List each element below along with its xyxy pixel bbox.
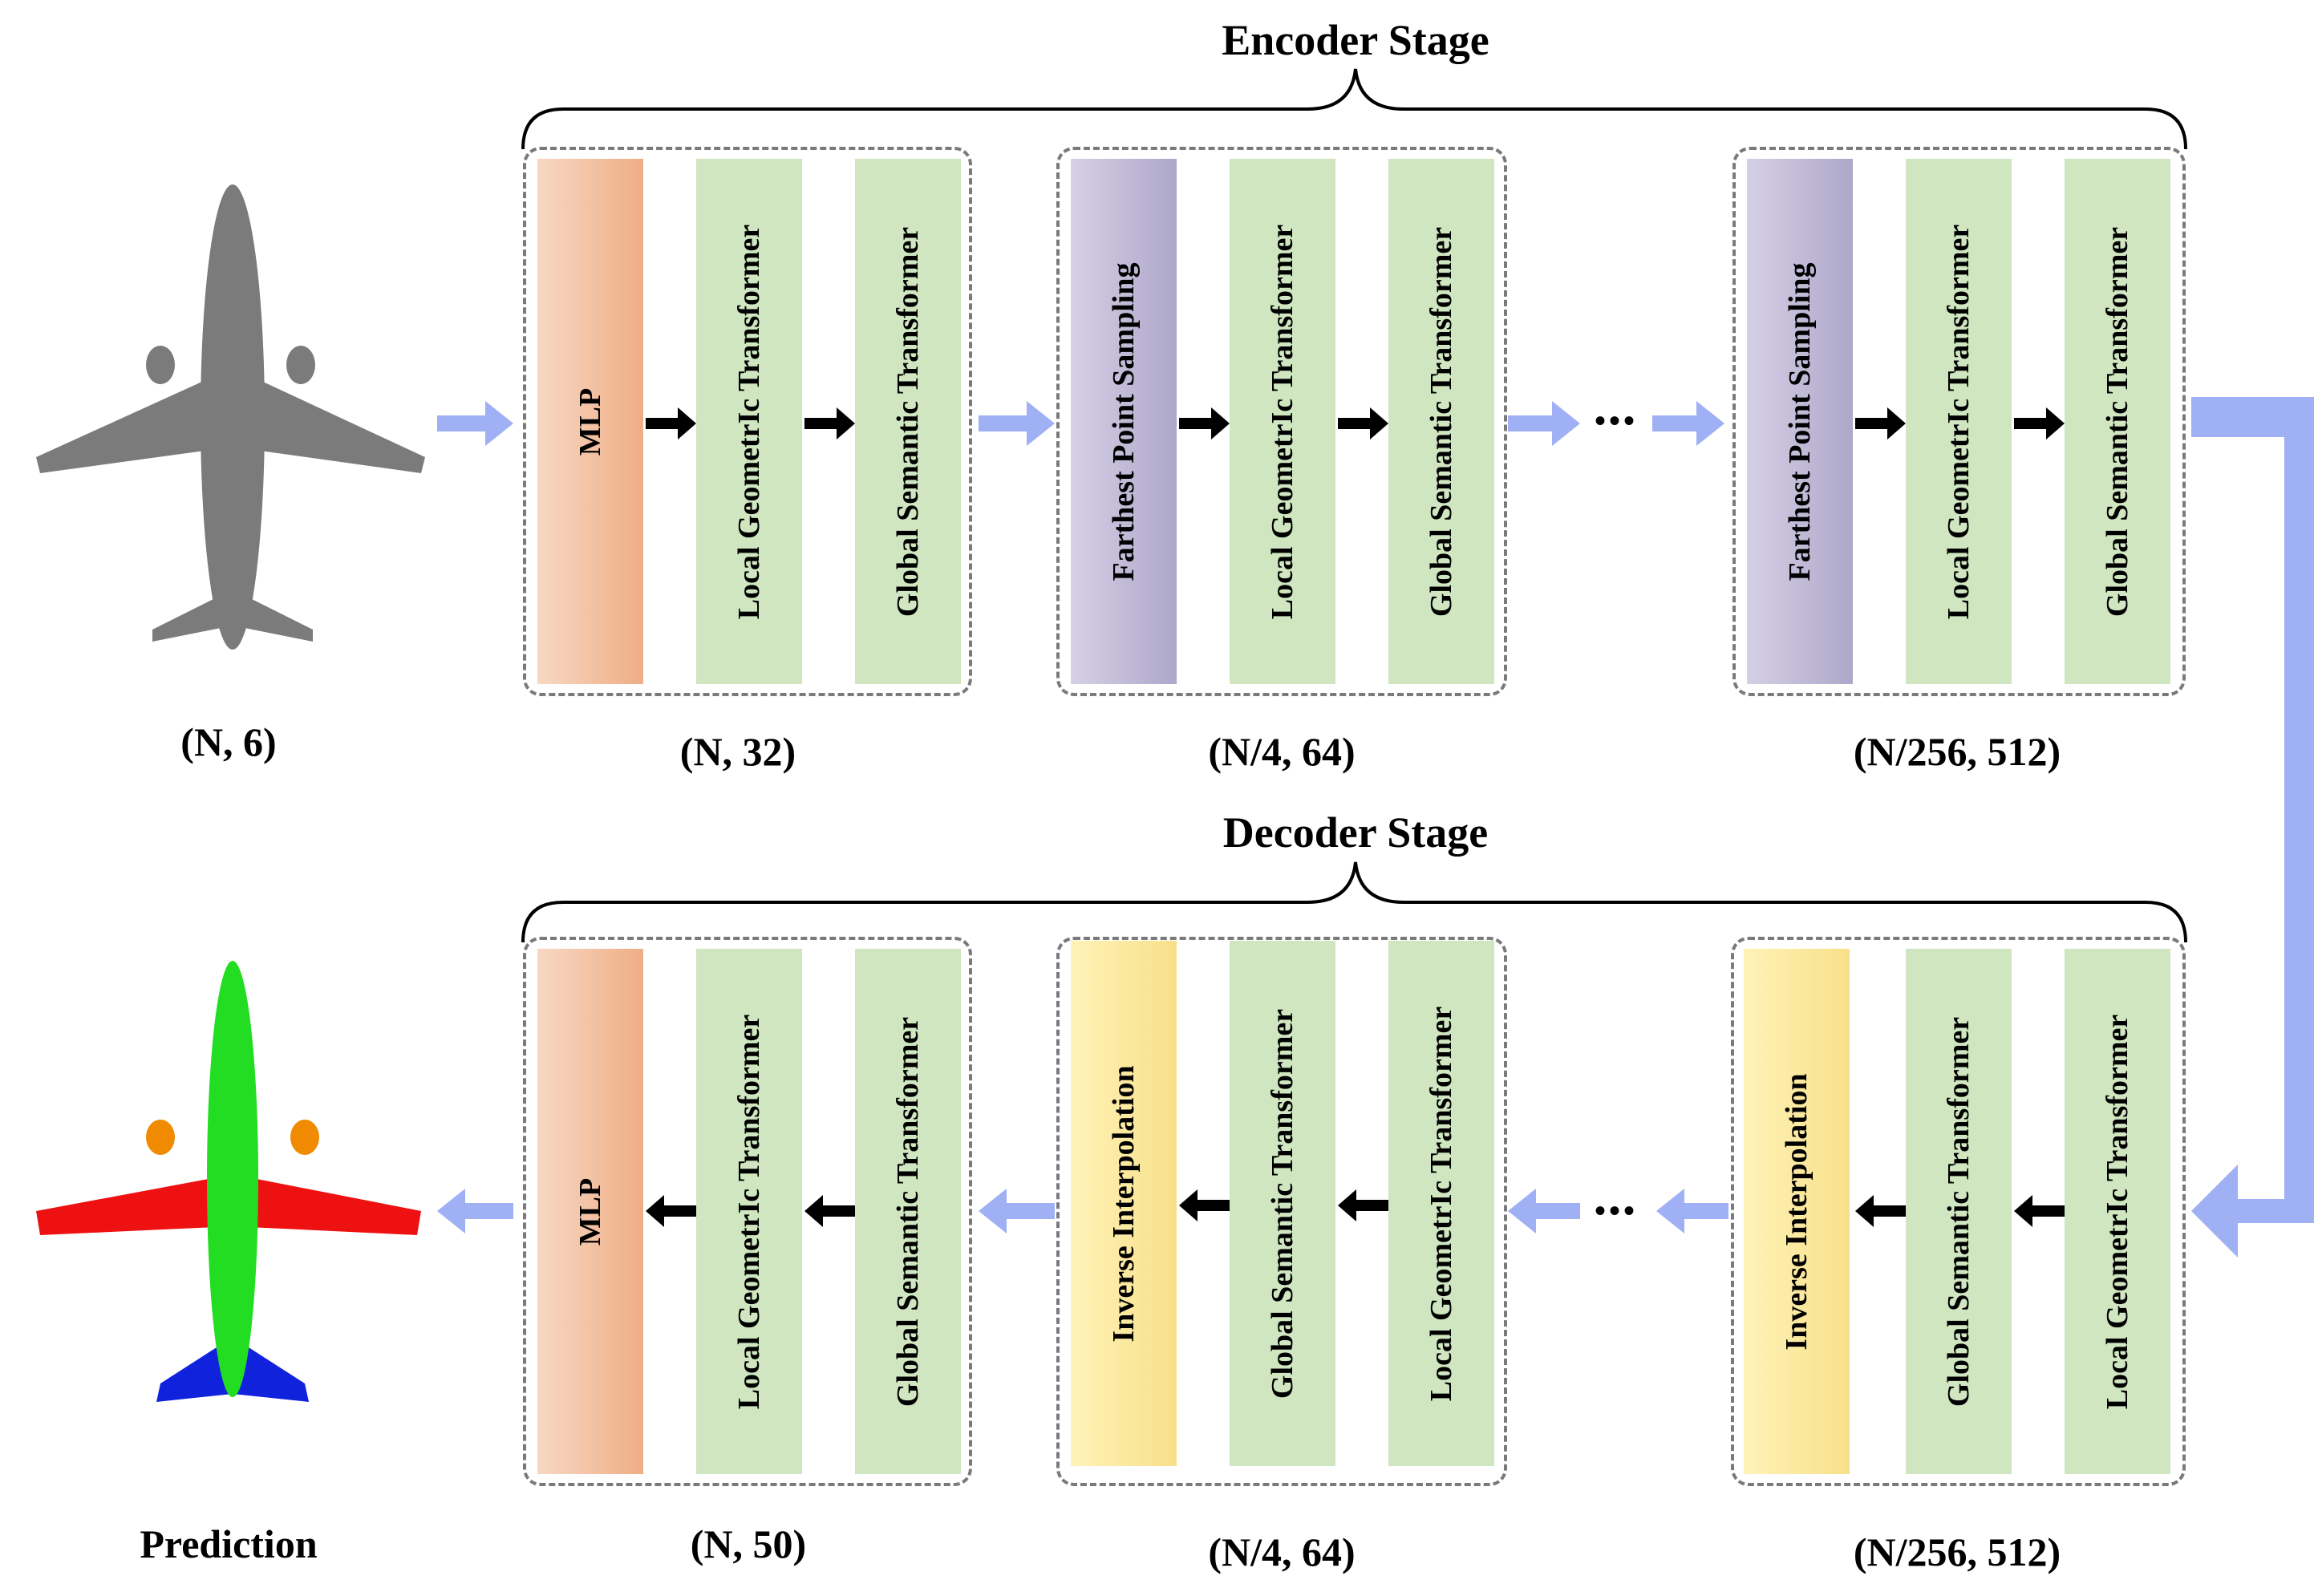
- decoder-dim-label-2: (N/4, 64): [1208, 1529, 1356, 1574]
- encoder-global-semantic-transformer-block: Global Semantic Transformer: [1388, 159, 1494, 684]
- decoder-local-geometric-transformer-block: Local GeometrIc Transformer: [696, 949, 802, 1474]
- decoder-inverse-interpolation-block: Inverse Interpolation: [1744, 949, 1850, 1474]
- decoder-global-semantic-transformer-block: Global Semantic Transformer: [855, 949, 961, 1474]
- encoder-global-semantic-transformer-block: Global Semantic Transformer: [855, 159, 961, 684]
- encoder-flow-arrows: [437, 401, 1724, 446]
- encoder-dim-label-3: (N/256, 512): [1853, 729, 2061, 774]
- encoder-group-3: [1732, 147, 2186, 696]
- block-label: Local GeometrIc Transformer: [1942, 224, 1976, 619]
- block-label: Local GeometrIc Transformer: [732, 224, 766, 619]
- output-pointcloud-airplane: [36, 961, 421, 1402]
- block-label: Global Semantic Transformer: [891, 1016, 925, 1407]
- bottleneck-connector-arrow: [2191, 397, 2314, 1258]
- encoder-group-2: [1056, 147, 1507, 696]
- decoder-stage-title: Decoder Stage: [1222, 808, 1489, 857]
- encoder-local-geometric-transformer-block: Local GeometrIc Transformer: [1906, 159, 2012, 684]
- block-label: Global Semantic Transformer: [891, 226, 925, 617]
- decoder-inverse-interpolation-block: Inverse Interpolation: [1071, 941, 1177, 1466]
- decoder-global-semantic-transformer-block: Global Semantic Transformer: [1230, 941, 1335, 1466]
- decoder-brace: [521, 861, 2187, 943]
- block-label: Global Semantic Transformer: [1942, 1016, 1976, 1407]
- encoder-local-geometric-transformer-block: Local GeometrIc Transformer: [1230, 159, 1335, 684]
- encoder-inner-arrows: [646, 407, 2065, 440]
- decoder-group-2: [1056, 937, 1507, 1486]
- decoder-group-1: [523, 937, 972, 1486]
- encoder-local-geometric-transformer-block: Local GeometrIc Transformer: [696, 159, 802, 684]
- decoder-group-3: [1731, 937, 2186, 1486]
- block-label: Inverse Interpolation: [1107, 1064, 1141, 1343]
- encoder-dim-label-2: (N/4, 64): [1208, 729, 1356, 774]
- decoder-dim-label-3: (N/256, 512): [1853, 1529, 2061, 1574]
- decoder-inner-arrows: [646, 1189, 2065, 1227]
- encoder-stage-title: Encoder Stage: [1222, 16, 1489, 64]
- decoder-ellipsis: •••: [1594, 1193, 1639, 1229]
- block-label: MLP: [573, 387, 607, 456]
- decoder-global-semantic-transformer-block: Global Semantic Transformer: [1906, 949, 2012, 1474]
- block-label: Local GeometrIc Transformer: [2101, 1014, 2134, 1409]
- encoder-global-semantic-transformer-block: Global Semantic Transformer: [2065, 159, 2170, 684]
- encoder-mlp-block: MLP: [537, 159, 643, 684]
- encoder-ellipsis: •••: [1594, 403, 1639, 439]
- decoder-mlp-block: MLP: [537, 949, 643, 1474]
- encoder-farthest-point-sampling-block: Farthest Point Sampling: [1071, 159, 1177, 684]
- decoder-flow-arrows: [437, 1189, 1728, 1233]
- encoder-dim-label-1: (N, 32): [679, 729, 796, 774]
- encoder-farthest-point-sampling-block: Farthest Point Sampling: [1747, 159, 1853, 684]
- input-dim-label: (N, 6): [180, 719, 277, 764]
- block-label: Farthest Point Sampling: [1783, 262, 1817, 581]
- block-label: MLP: [573, 1177, 607, 1246]
- block-label: Global Semantic Transformer: [1266, 1008, 1299, 1399]
- block-label: Local GeometrIc Transformer: [1424, 1006, 1458, 1401]
- block-label: Inverse Interpolation: [1780, 1072, 1814, 1351]
- decoder-dim-label-1: (N, 50): [690, 1521, 807, 1566]
- encoder-group-1: [523, 147, 972, 696]
- block-label: Global Semantic Transformer: [1424, 226, 1458, 617]
- block-label: Global Semantic Transformer: [2101, 226, 2134, 617]
- input-pointcloud-airplane: [36, 184, 425, 650]
- encoder-brace: [521, 68, 2187, 150]
- block-label: Local GeometrIc Transformer: [732, 1014, 766, 1409]
- decoder-local-geometric-transformer-block: Local GeometrIc Transformer: [2065, 949, 2170, 1474]
- block-label: Local GeometrIc Transformer: [1266, 224, 1299, 619]
- decoder-local-geometric-transformer-block: Local GeometrIc Transformer: [1388, 941, 1494, 1466]
- output-prediction-label: Prediction: [140, 1521, 318, 1566]
- block-label: Farthest Point Sampling: [1107, 262, 1141, 581]
